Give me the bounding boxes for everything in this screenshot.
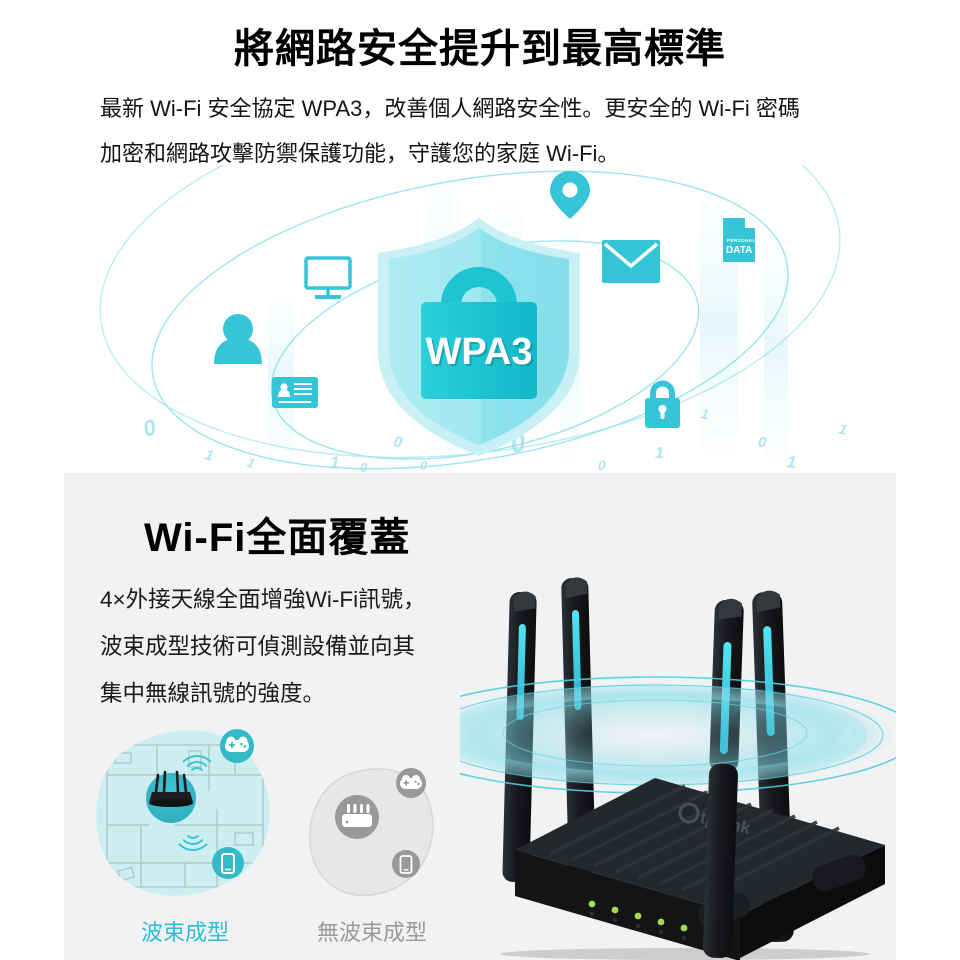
svg-text:1: 1 <box>330 453 339 472</box>
beamforming-figure <box>96 729 270 896</box>
svg-text:0: 0 <box>420 458 428 473</box>
location-pin-icon <box>550 171 590 219</box>
antenna-hinge-back <box>812 854 866 892</box>
beamforming-router <box>146 770 196 823</box>
coverage-heading: Wi-Fi全面覆蓋 <box>144 516 411 560</box>
smartphone-icon-gray <box>392 850 420 878</box>
coverage-body-line1: 4×外接天線全面增強Wi-Fi訊號， <box>100 587 426 612</box>
svg-text:0: 0 <box>140 414 160 442</box>
security-section: 將網路安全提升到最高標準 最新 Wi-Fi 安全協定 WPA3，改善個人網路安全… <box>0 0 960 473</box>
wifi-beam-to-gamepad <box>182 755 212 772</box>
svg-text:1: 1 <box>785 452 797 472</box>
wpa3-shield: WPA3 WPA3 <box>378 217 580 456</box>
router-illustration: tp-link <box>460 577 896 960</box>
small-lock-icon <box>645 380 680 428</box>
svg-text:1: 1 <box>699 405 710 422</box>
security-body-line2: 加密和網路攻擊防禦保護功能，守護您的家庭 Wi-Fi。 <box>100 141 620 166</box>
svg-text:1: 1 <box>837 420 849 437</box>
wpa3-hero-illustration: 0 1 1 1 0 0 0 0 0 1 1 0 1 1 <box>99 165 849 473</box>
svg-text:1: 1 <box>203 446 215 465</box>
beamforming-label: 波束成型 <box>140 920 229 945</box>
coverage-body-line2: 波束成型技術可偵測設備並向其 <box>100 634 416 659</box>
svg-text:0: 0 <box>360 460 368 473</box>
svg-text:0: 0 <box>392 433 404 451</box>
no-beamforming-figure <box>309 768 434 897</box>
envelope-icon <box>602 240 660 283</box>
wpa3-lock-icon: WPA3 WPA3 <box>421 267 537 399</box>
smartphone-icon <box>212 847 244 879</box>
security-title: 將網路安全提升到最高標準 <box>234 27 726 71</box>
svg-text:0: 0 <box>758 434 767 451</box>
document-label-large: DATA <box>726 245 752 256</box>
router-shadow <box>500 948 870 960</box>
svg-text:0: 0 <box>598 457 606 473</box>
no-beamforming-label: 無波束成型 <box>316 920 427 945</box>
coverage-section: Wi-Fi全面覆蓋 4×外接天線全面增強Wi-Fi訊號， 波束成型技術可偵測設備… <box>64 473 896 960</box>
gamepad-icon-gray <box>396 768 426 798</box>
router-body: tp-link <box>515 778 885 960</box>
id-card-icon <box>272 377 318 408</box>
monitor-icon <box>304 256 352 299</box>
router-leds <box>588 900 688 941</box>
signal-ripples <box>460 676 896 794</box>
svg-text:WPA3: WPA3 <box>428 333 535 375</box>
security-body: 最新 Wi-Fi 安全協定 WPA3，改善個人網路安全性。更安全的 Wi-Fi … <box>100 86 890 176</box>
coverage-body: 4×外接天線全面增強Wi-Fi訊號， 波束成型技術可偵測設備並向其 集中無線訊號… <box>100 576 460 717</box>
wpa3-label: WPA3 <box>426 331 533 373</box>
svg-text:1: 1 <box>245 455 257 472</box>
svg-text:1: 1 <box>655 445 664 462</box>
no-beamforming-router <box>335 795 379 839</box>
document-label-small: PERSONAL <box>727 238 756 243</box>
wifi-beam-to-phone <box>178 834 208 851</box>
router-antenna-right-front-lower <box>702 763 738 958</box>
person-icon <box>214 314 262 364</box>
gamepad-icon <box>220 729 254 763</box>
coverage-body-line3: 集中無線訊號的強度。 <box>100 681 326 706</box>
security-body-line1: 最新 Wi-Fi 安全協定 WPA3，改善個人網路安全性。更安全的 Wi-Fi … <box>100 96 800 121</box>
personal-data-document-icon: PERSONAL DATA <box>723 218 756 262</box>
